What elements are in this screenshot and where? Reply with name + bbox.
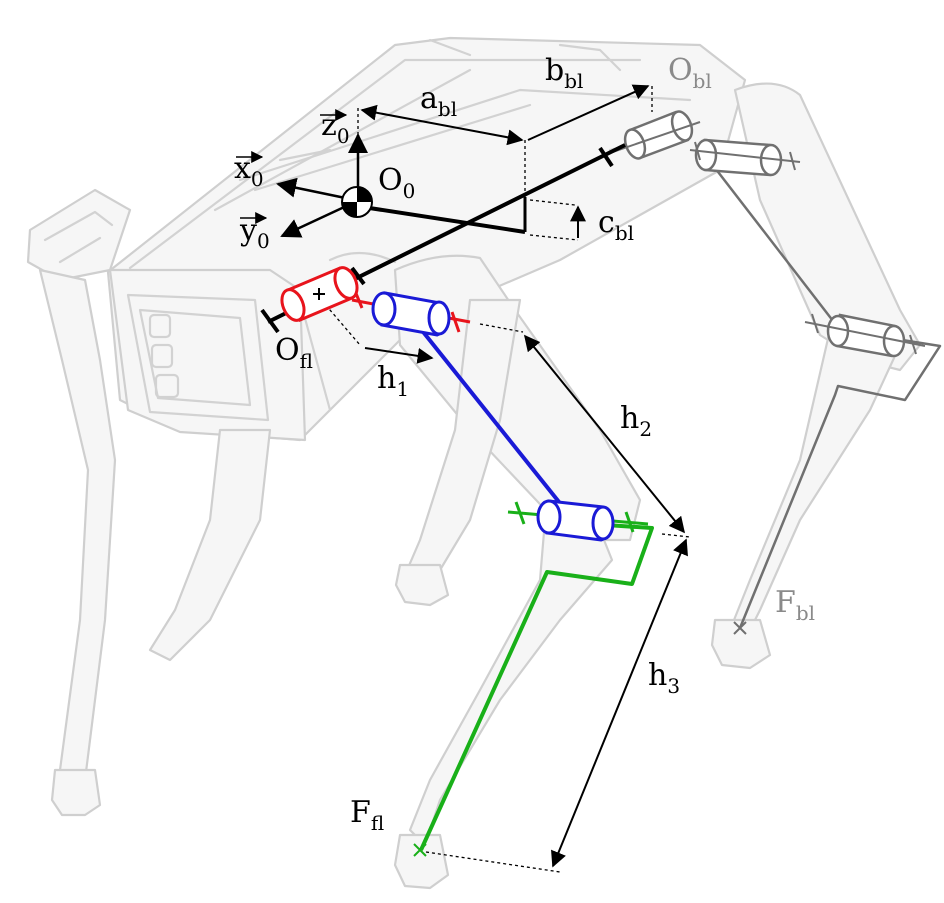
- h3-dimension: [551, 538, 688, 868]
- knee-joint: [536, 499, 615, 542]
- label-o-bl: Obl: [668, 53, 712, 93]
- label-x0: x0: [234, 151, 264, 191]
- c-bl-ext-top: [529, 199, 576, 206]
- back-thigh-link: [704, 154, 841, 331]
- label-f-bl: Fbl: [775, 585, 815, 625]
- back-shank-link: [738, 328, 942, 629]
- robot-body-ridge: [128, 38, 642, 270]
- label-h2: h2: [620, 401, 652, 441]
- robot-camera-3: [154, 373, 180, 399]
- back-hip-pitch-joint: [689, 138, 801, 177]
- label-o-fl: Ofl: [275, 333, 313, 373]
- robot-leg-mid-far: [148, 428, 272, 662]
- hip-pitch-tick-right: [450, 311, 461, 333]
- back-knee-joint: [804, 313, 926, 358]
- h2-ext-top: [479, 323, 524, 333]
- h2-ext-bottom: [661, 533, 691, 538]
- b-bl-dimension: [527, 84, 650, 141]
- c-bl-ext-bottom: [529, 234, 579, 241]
- base-frame: [276, 133, 373, 238]
- back-foot-marker: [733, 621, 747, 635]
- front-leg-chain: [280, 266, 654, 857]
- a-bl-dimension: [360, 104, 524, 146]
- robot-shank-back: [728, 328, 902, 642]
- offset-a-line: [349, 203, 526, 234]
- label-z0: z0: [320, 108, 350, 148]
- front-foot-marker: [413, 843, 427, 857]
- robot-foot-front-near: [393, 833, 450, 890]
- svg-text:y0: y0: [239, 213, 270, 253]
- front-hip-tick-outer: [260, 308, 280, 334]
- robot-foot-front-far: [50, 768, 102, 817]
- back-hip-tick: [598, 146, 614, 168]
- labels: x0 y0 z0 O0 abl bbl cbl Obl Ofl h1 h2 h3…: [234, 53, 815, 835]
- robot-front-sensor: [126, 293, 270, 422]
- robot-thigh-front-near: [393, 254, 642, 542]
- robot-leg-front-far: [38, 268, 117, 802]
- hip-abduction-joint: [280, 266, 359, 322]
- label-b-bl: bbl: [545, 53, 583, 93]
- knee-tick-left: [514, 501, 526, 525]
- back-leg-chain: [603, 110, 942, 635]
- label-h1: h1: [377, 361, 409, 401]
- label-y0: y0: [239, 212, 270, 253]
- label-a-bl: abl: [420, 81, 457, 121]
- robot-foot-back: [710, 618, 772, 670]
- robot-camera-2: [150, 343, 174, 369]
- label-f-fl: Ffl: [350, 795, 384, 835]
- front-hip-tick-inner: [350, 266, 366, 286]
- hip-pitch-joint: [371, 291, 451, 337]
- dimensions: [317, 84, 691, 873]
- svg-text:z0: z0: [321, 108, 350, 148]
- robot-camera-1: [148, 313, 172, 339]
- h2-dimension: [523, 334, 686, 534]
- h1-ext-left: [317, 295, 361, 346]
- robot-silhouette: [26, 36, 922, 890]
- robot-foot-rear-far: [394, 563, 450, 607]
- origin-o0-marker: [341, 186, 373, 218]
- shank-link: [419, 523, 654, 851]
- label-o0: O0: [378, 163, 415, 203]
- robot-shoulder-left-detail: [43, 210, 114, 264]
- robot-shoulder-left: [26, 188, 132, 282]
- label-c-bl: cbl: [598, 205, 634, 245]
- h3-ext-bottom: [425, 851, 561, 873]
- knee-tick-right: [624, 511, 635, 533]
- h1-dimension: [364, 347, 434, 364]
- svg-text:x0: x0: [234, 151, 264, 191]
- thigh-link: [410, 316, 565, 509]
- hip-center-cross: [313, 288, 325, 300]
- label-h3: h3: [648, 658, 680, 698]
